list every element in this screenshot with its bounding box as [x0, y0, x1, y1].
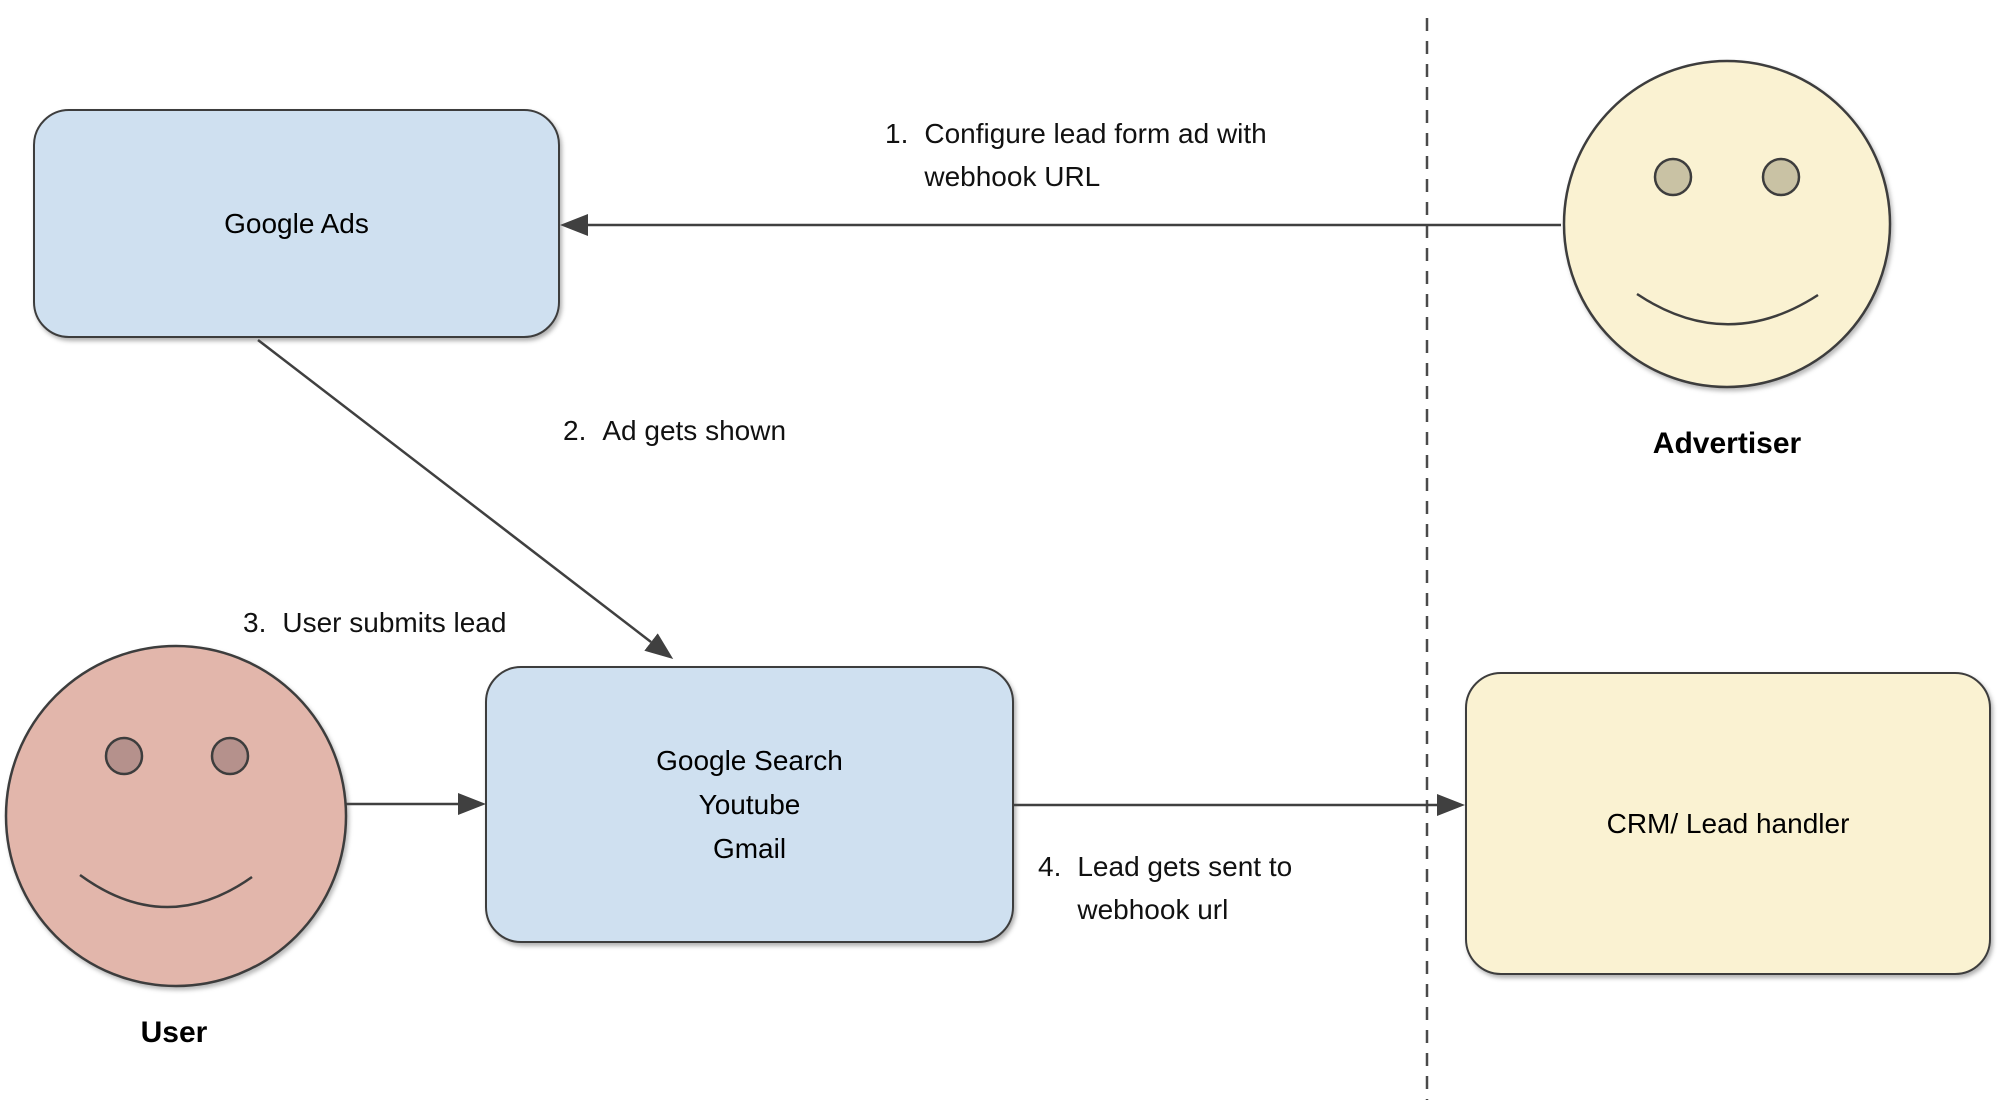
advertiser-face-circle [1562, 59, 1892, 389]
google-ads-label: Google Ads [224, 207, 369, 239]
advertiser-right-eye-icon [1761, 157, 1801, 197]
platforms-line-google-search: Google Search [656, 744, 843, 776]
step-2-number: 2. [563, 415, 587, 446]
step-3-label: 3. User submits lead [243, 601, 506, 644]
step-3-number: 3. [243, 607, 267, 638]
crm-label: CRM/ Lead handler [1606, 807, 1850, 839]
step-2-label: 2. Ad gets shown [563, 409, 786, 452]
step-4-number: 4. [1038, 851, 1062, 882]
step-1-label: 1. Configure lead form ad with webhook U… [885, 112, 1267, 198]
platforms-line-youtube: Youtube [698, 788, 801, 820]
user-right-eye-icon [210, 736, 250, 776]
advertiser-label: Advertiser [1652, 427, 1802, 460]
step-1-text: Configure lead form ad with webhook URL [924, 118, 1267, 192]
platforms-node: Google Search Youtube Gmail [485, 666, 1014, 943]
step-3-text: User submits lead [282, 607, 507, 638]
user-label: User [140, 1016, 208, 1049]
user-smile-icon [79, 873, 253, 909]
google-ads-node: Google Ads [33, 109, 560, 338]
advertiser-left-eye-icon [1653, 157, 1693, 197]
advertiser-face-icon [1562, 59, 1892, 389]
platforms-line-gmail: Gmail [712, 832, 787, 864]
user-face-circle [4, 644, 348, 988]
step-4-text: Lead gets sent to webhook url [1077, 851, 1293, 925]
step-2-text: Ad gets shown [602, 415, 787, 446]
step-1-number: 1. [885, 118, 909, 149]
arrow-step-2-ad-shown [257, 339, 674, 660]
advertiser-smile-icon [1636, 292, 1819, 326]
user-face-icon [4, 644, 348, 988]
crm-node: CRM/ Lead handler [1465, 672, 1991, 975]
step-4-label: 4. Lead gets sent to webhook url [1038, 845, 1292, 931]
user-left-eye-icon [104, 736, 144, 776]
